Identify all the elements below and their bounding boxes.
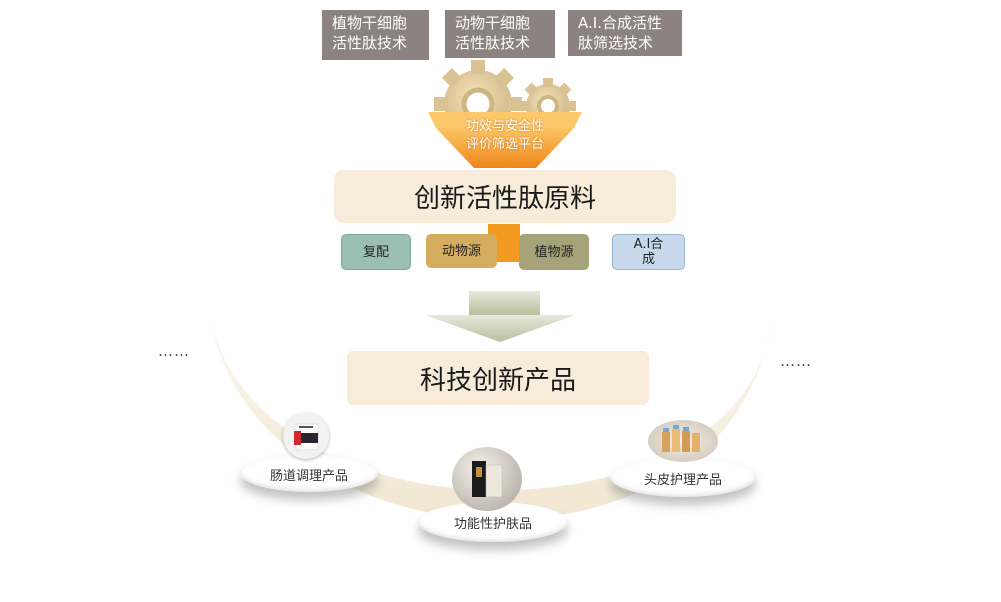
down-arrow — [425, 291, 575, 342]
tag-label: 动物源 — [441, 243, 481, 259]
product-label-gut: 肠道调理产品 — [269, 469, 348, 484]
tag-animal-source: 动物源 — [426, 234, 497, 268]
tech-box-line: 肽筛选技术 — [578, 34, 654, 52]
scalp-product-image — [648, 420, 718, 462]
funnel-shape — [428, 112, 582, 168]
funnel-label-line: 功效与安全性 — [465, 119, 544, 134]
product-title-box: 科技创新产品 — [347, 351, 649, 405]
ellipsis-right: …… — [780, 352, 812, 370]
tag-compound: 复配 — [341, 234, 411, 270]
tag-ai-synthesis: A.I合 成 — [612, 234, 685, 270]
tech-box-line: 植物干细胞 — [332, 14, 408, 32]
tag-label: 复配 — [362, 244, 389, 260]
main-title-box: 创新活性肽原料 — [334, 170, 676, 223]
funnel-label: 功效与安全性 评价筛选平台 — [440, 118, 570, 154]
product-plate-gut — [240, 454, 378, 492]
tech-box-ai-synthesis: A.I.合成活性 肽筛选技术 — [568, 10, 682, 56]
tag-plant-source: 植物源 — [519, 234, 589, 270]
tag-label: 植物源 — [534, 244, 574, 260]
tech-box-line: A.I.合成活性 — [578, 14, 662, 32]
tech-box-line: 活性肽技术 — [455, 34, 531, 52]
product-title: 科技创新产品 — [419, 365, 576, 396]
product-label-scalp: 头皮护理产品 — [643, 473, 722, 488]
tag-label: A.I合 — [633, 237, 664, 252]
product-label-skincare: 功能性护肤品 — [453, 517, 532, 532]
funnel-label-line: 评价筛选平台 — [465, 137, 544, 152]
tech-box-plant-stem-cell: 植物干细胞 活性肽技术 — [322, 10, 429, 60]
main-title: 创新活性肽原料 — [413, 184, 596, 214]
tag-label: 成 — [641, 252, 655, 267]
tech-box-line: 活性肽技术 — [332, 34, 408, 52]
product-plate-scalp — [610, 457, 756, 497]
tech-box-animal-stem-cell: 动物干细胞 活性肽技术 — [445, 10, 555, 58]
skincare-product-image — [452, 447, 522, 511]
ellipsis-left: …… — [158, 342, 190, 360]
tech-box-line: 动物干细胞 — [455, 14, 531, 32]
gut-product-image — [283, 413, 329, 459]
